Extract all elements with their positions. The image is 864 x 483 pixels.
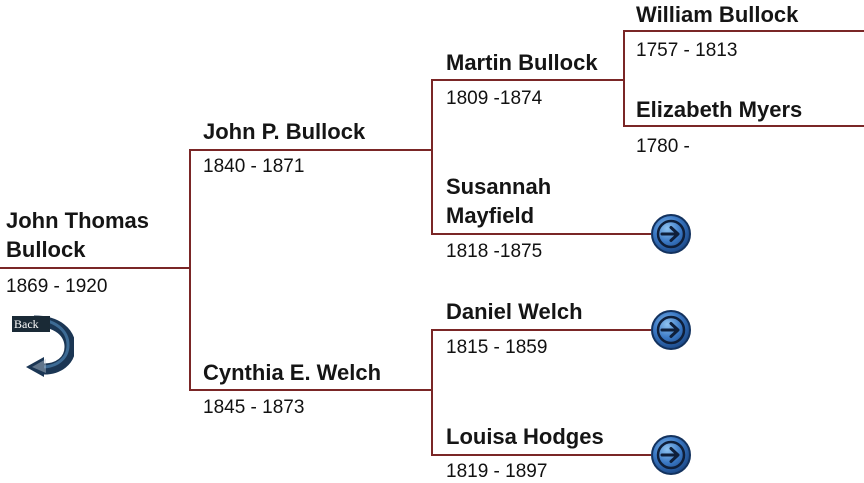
person-dates: 1757 - 1813: [636, 40, 738, 61]
person-dates: 1845 - 1873: [203, 397, 305, 418]
back-button-label: Back: [12, 316, 50, 332]
person-name: Martin Bullock: [446, 50, 598, 75]
back-button[interactable]: Back: [8, 313, 74, 377]
person-dates: 1815 - 1859: [446, 337, 548, 358]
connector-father: [189, 149, 432, 151]
expand-maternal-grandmother-button[interactable]: [650, 434, 692, 476]
person-dates: 1869 - 1920: [6, 276, 108, 297]
person-name: John P. Bullock: [203, 119, 366, 144]
right-arrow-circle-icon: [651, 435, 691, 475]
connector-paternal-grandfather: [431, 79, 625, 81]
connector-father-vertical: [431, 79, 433, 234]
expand-maternal-grandfather-button[interactable]: [650, 309, 692, 351]
connector-great-grandfather: [623, 30, 864, 32]
connector-paternal-grandmother: [431, 233, 651, 235]
person-dates: 1840 - 1871: [203, 156, 305, 177]
person-dates: 1819 - 1897: [446, 461, 548, 482]
person-dates: 1809 -1874: [446, 88, 543, 109]
person-name: Mayfield: [446, 203, 535, 228]
connector-mother-vertical: [431, 329, 433, 456]
person-name: Bullock: [6, 237, 86, 262]
person-name: Elizabeth Myers: [636, 97, 803, 122]
connector-maternal-grandfather: [431, 329, 651, 331]
person-name: Susannah: [446, 174, 552, 199]
person-name: Louisa Hodges: [446, 424, 604, 449]
connector-root-vertical: [189, 149, 191, 391]
connector-maternal-grandmother: [431, 454, 651, 456]
connector-grandfather-vertical: [623, 30, 625, 127]
person-dates: 1818 -1875: [446, 241, 543, 262]
right-arrow-circle-icon: [651, 310, 691, 350]
back-curved-arrow-icon: [26, 315, 74, 377]
expand-paternal-grandmother-button[interactable]: [650, 213, 692, 255]
connector-root: [0, 267, 190, 269]
connector-mother: [189, 389, 432, 391]
person-name: Cynthia E. Welch: [203, 360, 382, 385]
right-arrow-circle-icon: [651, 214, 691, 254]
person-name: Daniel Welch: [446, 299, 583, 324]
connector-great-grandmother: [623, 125, 864, 127]
person-name: William Bullock: [636, 2, 799, 27]
person-name: John Thomas: [6, 208, 150, 233]
person-dates: 1780 -: [636, 136, 690, 157]
